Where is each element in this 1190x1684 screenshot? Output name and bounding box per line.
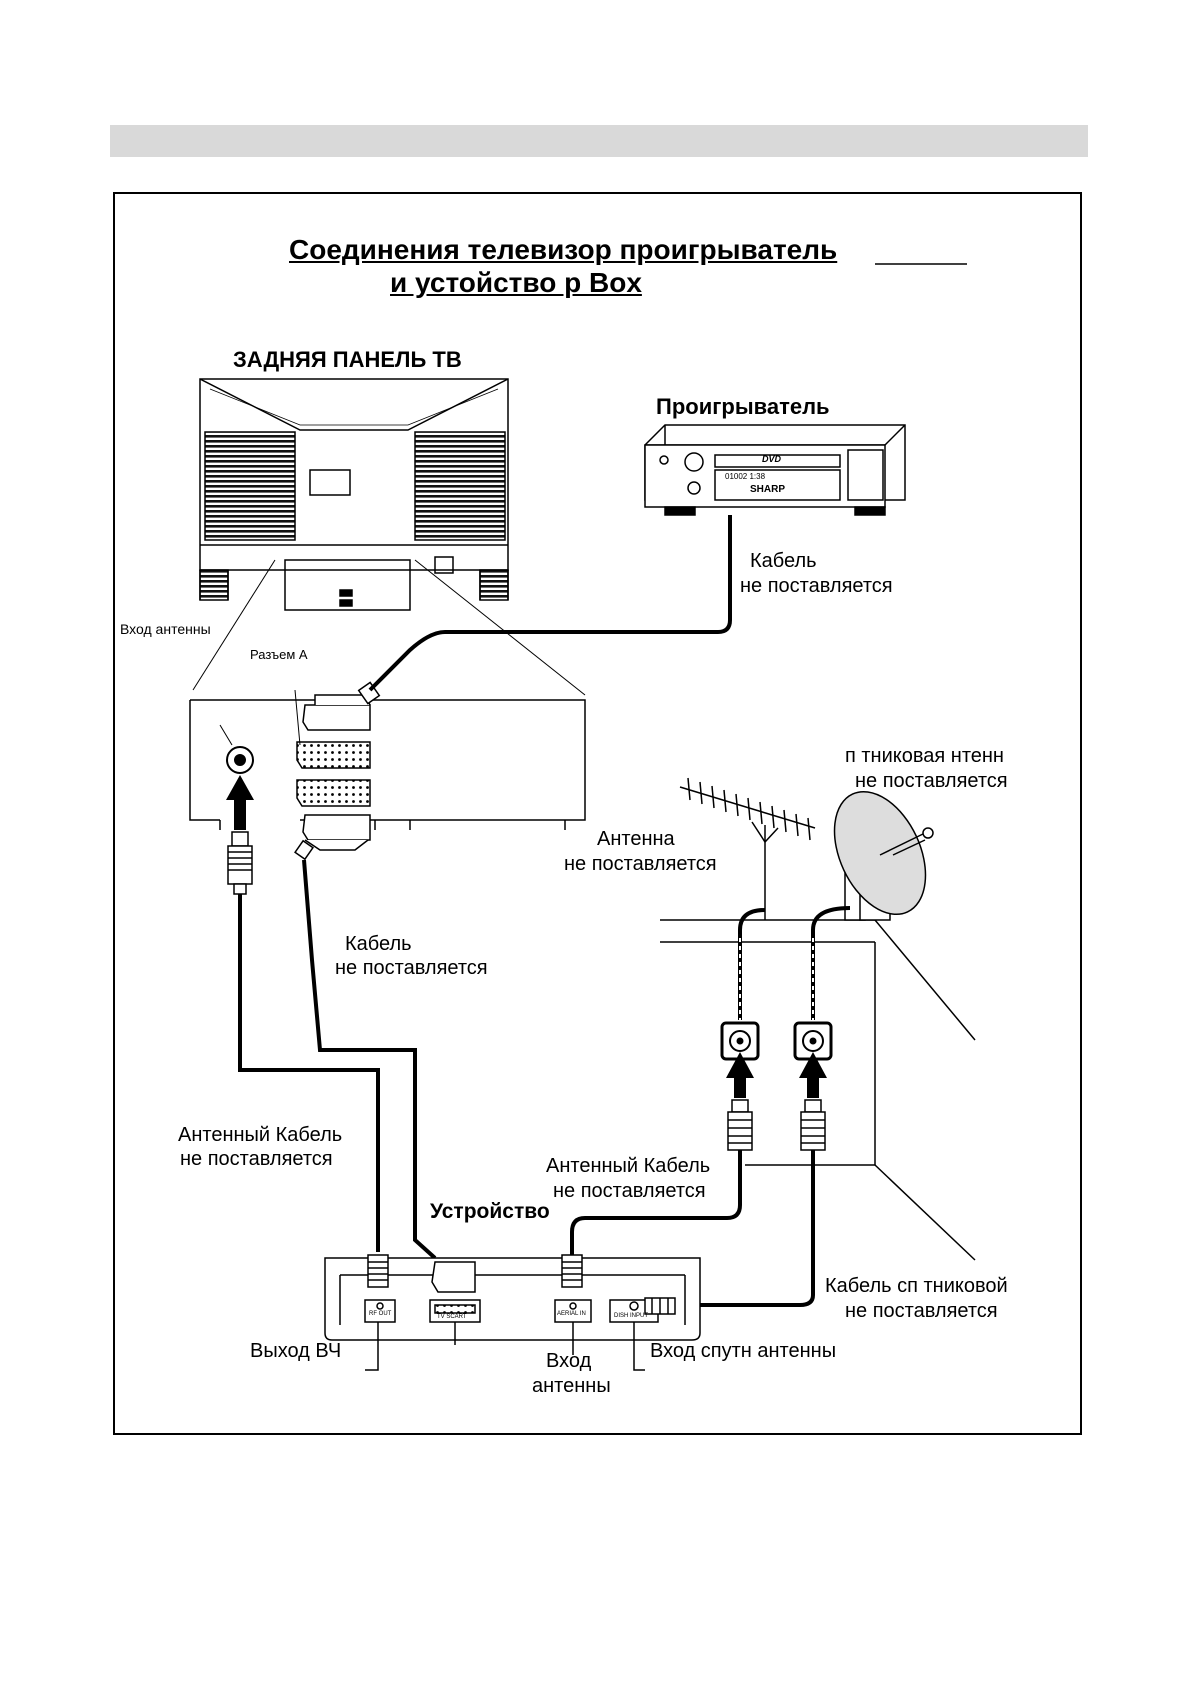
antenna-label-line1: Антенна: [597, 828, 675, 850]
terrestrial-antenna-icon: [679, 777, 816, 920]
port-rf-out: RF OUT: [369, 1311, 392, 1317]
antenna-socket-icon: [226, 746, 254, 774]
player-cable-label-line1: Кабель: [750, 550, 817, 572]
coax-plug-icon: [227, 831, 253, 895]
tv-rear-panel: [192, 378, 586, 696]
scart-cable-label-line1: Кабель: [345, 933, 412, 955]
aerial-cable: [570, 1150, 742, 1255]
tv-panel-label: ЗАДНЯЯ ПАНЕЛЬ ТВ: [233, 347, 462, 372]
callout-sat-in: Вход спутн антенны: [650, 1340, 837, 1362]
port-dish-input: DISH INPUT: [614, 1313, 649, 1319]
dish-label-line2: не поставляется: [855, 770, 1008, 792]
page-title-line2: и устойство р Box: [390, 267, 642, 298]
antenna-drop-cable: [738, 908, 766, 1020]
callout-lines: [365, 1322, 645, 1371]
scart-socket-icon: [296, 741, 371, 807]
connector-a-label: Разъем А: [250, 647, 308, 662]
coax-plug-icon: [367, 1254, 676, 1315]
scart-cable: [302, 859, 437, 1260]
tv-connector-panel: [189, 689, 586, 830]
port-tv-scart: TV SCART: [437, 1314, 467, 1320]
dish-cable: [680, 1150, 815, 1307]
page-title-line1: Соединения телевизор проигрыватель: [289, 234, 838, 265]
player-brand: SHARP: [750, 484, 786, 495]
antenna-cable-left-line1: Антенный Кабель: [178, 1124, 343, 1146]
antenna-cable-left-line2: не поставляется: [180, 1148, 333, 1170]
set-top-device: [324, 1257, 701, 1341]
callout-antenna-in-line1: Вход: [546, 1350, 592, 1372]
antenna-input-label: Вход антенны: [120, 621, 211, 637]
antenna-label-line2: не поставляется: [564, 853, 717, 875]
scart-plug-icon: [302, 681, 381, 731]
scart-plug-icon: [294, 814, 371, 861]
satellite-cable-line2: не поставляется: [845, 1300, 998, 1322]
antenna-cable-right-line2: не поставляется: [553, 1180, 706, 1202]
coax-plug-icon: [727, 1099, 826, 1151]
player-display: 01002 1:38: [725, 472, 766, 481]
player-scart-cable: [368, 515, 732, 692]
dvd-logo: DVD: [762, 454, 782, 464]
port-aerial-in: AERIAL IN: [557, 1311, 586, 1317]
wall-socket-icon: [720, 1021, 833, 1061]
callout-antenna-in-line2: антенны: [532, 1375, 611, 1397]
diagram-frame: [113, 192, 1082, 1435]
scart-cable-label-line2: не поставляется: [335, 957, 488, 979]
callout-rf-out: Выход ВЧ: [250, 1340, 342, 1362]
rf-cable: [238, 894, 380, 1252]
dish-drop-cable: [811, 906, 851, 1020]
scart-plug-icon: [431, 1261, 476, 1293]
antenna-cable-right-line1: Антенный Кабель: [546, 1155, 711, 1177]
satellite-cable-line1: Кабель сп тниковой: [825, 1275, 1008, 1297]
dvd-player: [644, 424, 906, 516]
arrow-icon: [726, 1052, 827, 1098]
building: [660, 919, 976, 1261]
player-label: Проигрыватель: [656, 394, 830, 419]
player-cable-label-line2: не поставляется: [740, 575, 893, 597]
dish-label-line1: п тниковая нтенн: [845, 745, 1004, 767]
device-label: Устройство: [430, 1200, 550, 1223]
satellite-dish-icon: [833, 790, 934, 921]
arrow-icon: [226, 775, 254, 830]
header-bar: [110, 125, 1088, 157]
